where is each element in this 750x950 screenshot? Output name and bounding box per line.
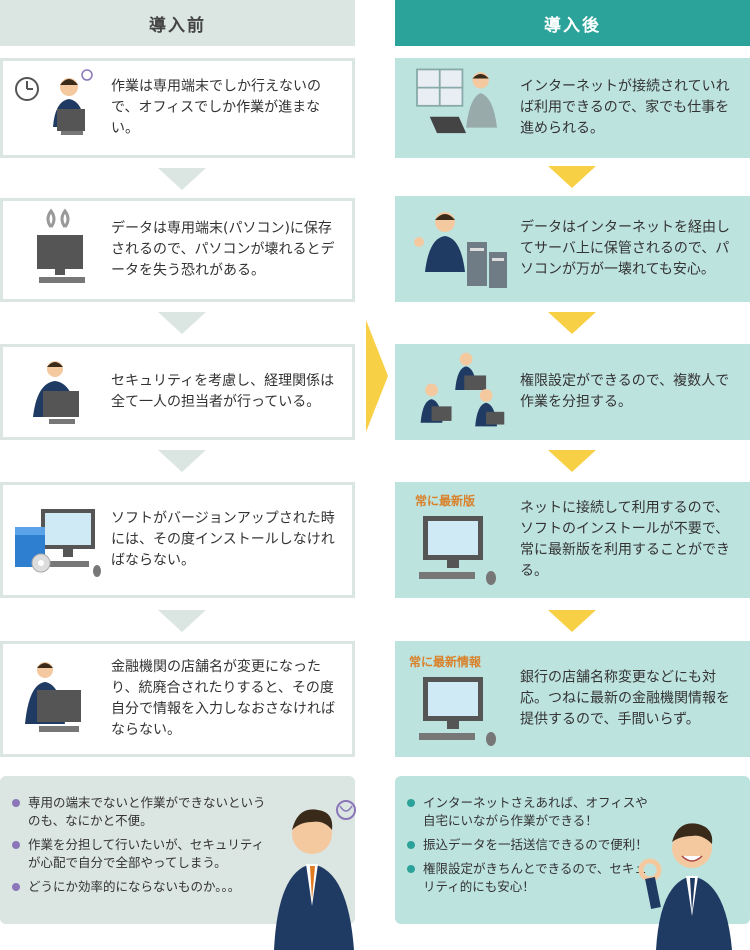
team-workers-icon (420, 352, 505, 427)
before-header: 導入前 (0, 0, 355, 46)
transition-arrow (366, 320, 388, 432)
single-worker-icon (33, 361, 79, 424)
after-card-5: 常に最新情報 銀行の店舗名称変更などにも対応。つねに最新の金融機関情報を提供する… (395, 641, 750, 757)
before-text-2: データは専用端末(パソコン)に保存されるので、パソコンが壊れるとデータを失う恐れ… (111, 220, 335, 279)
before-summary-item-3: どうにか効率的にならないものか。。。 (12, 878, 272, 896)
after-arrow-4 (548, 610, 596, 632)
server-ok-icon (414, 212, 507, 288)
after-card-2: データはインターネットを経由してサーバ上に保管されるので、パソコンが万が一壊れて… (395, 196, 750, 302)
after-card-4: 常に最新版 ネットに接続して利用するので、ソフトのインストールが不要で、常に最新… (395, 482, 750, 598)
monitor-icon (419, 677, 496, 746)
before-arrow-4 (158, 610, 206, 632)
before-text-3: セキュリティを考慮し、経理関係は全て一人の担当者が行っている。 (111, 373, 335, 410)
after-card-1: インターネットが接続されていれば利用できるので、家でも仕事を進められる。 (395, 58, 750, 158)
software-install-icon (15, 509, 101, 577)
before-text-4: ソフトがバージョンアップされた時には、その度インストールしなければならない。 (111, 510, 335, 569)
after-arrow-2 (548, 312, 596, 334)
before-card-1: 作業は専用端末でしか行えないので、オフィスでしか作業が進まない。 (0, 58, 355, 158)
before-text-1: 作業は専用端末でしか行えないので、オフィスでしか作業が進まない。 (111, 78, 321, 137)
latest-info-badge: 常に最新情報 (409, 655, 482, 669)
home-laptop-icon (416, 68, 497, 134)
broken-computer-icon (37, 208, 85, 283)
before-card-2: データは専用端末(パソコン)に保存されるので、パソコンが壊れるとデータを失う恐れ… (0, 198, 355, 302)
after-header: 導入後 (395, 0, 750, 46)
after-arrow-3 (548, 450, 596, 472)
after-text-5: 銀行の店舗名称変更などにも対応。つねに最新の金融機関情報を提供するので、手間いら… (520, 669, 730, 728)
after-text-1: インターネットが接続されていれば利用できるので、家でも仕事を進められる。 (520, 78, 730, 137)
before-card-5: 金融機関の店舗名が変更になったり、統廃合されたりすると、その度自分で情報を入力し… (0, 641, 355, 757)
manual-input-worker-icon (25, 662, 81, 732)
after-arrow-1 (548, 166, 596, 188)
after-text-3: 権限設定ができるので、複数人で作業を分担する。 (520, 373, 730, 410)
before-card-3: セキュリティを考慮し、経理関係は全て一人の担当者が行っている。 (0, 344, 355, 440)
before-arrow-3 (158, 450, 206, 472)
before-summary-item-2: 作業を分担して行いたいが、セキュリティが心配で自分で全部やってしまう。 (12, 836, 272, 872)
after-summary-item-2: 振込データを一括送信できるので便利！ (407, 836, 657, 854)
before-arrow-2 (158, 312, 206, 334)
monitor-icon (419, 516, 496, 585)
troubled-businessman-icon (274, 800, 356, 950)
before-summary-item-1: 専用の端末でないと作業ができないというのも、なにかと不便。 (12, 794, 272, 830)
after-text-4: ネットに接続して利用するので、ソフトのインストールが不要で、常に最新版を利用する… (520, 500, 730, 579)
after-summary-item-1: インターネットさえあれば、オフィスや自宅にいながら作業ができる！ (407, 794, 657, 830)
after-card-3: 権限設定ができるので、複数人で作業を分担する。 (395, 344, 750, 440)
worker-clock-icon (15, 69, 93, 135)
happy-businessman-ok-icon (638, 823, 732, 950)
before-arrow-1 (158, 168, 206, 190)
after-summary-item-3: 権限設定がきちんとできるので、セキュリティ的にも安心！ (407, 860, 657, 896)
after-summary-list: インターネットさえあれば、オフィスや自宅にいながら作業ができる！ 振込データを一… (407, 794, 657, 902)
before-card-4: ソフトがバージョンアップされた時には、その度インストールしなければならない。 (0, 482, 355, 598)
latest-version-badge: 常に最新版 (415, 494, 476, 508)
before-text-5: 金融機関の店舗名が変更になったり、統廃合されたりすると、その度自分で情報を入力し… (111, 659, 335, 738)
before-summary-list: 専用の端末でないと作業ができないというのも、なにかと不便。 作業を分担して行いた… (12, 794, 272, 902)
after-text-2: データはインターネットを経由してサーバ上に保管されるので、パソコンが万が一壊れて… (520, 219, 730, 278)
